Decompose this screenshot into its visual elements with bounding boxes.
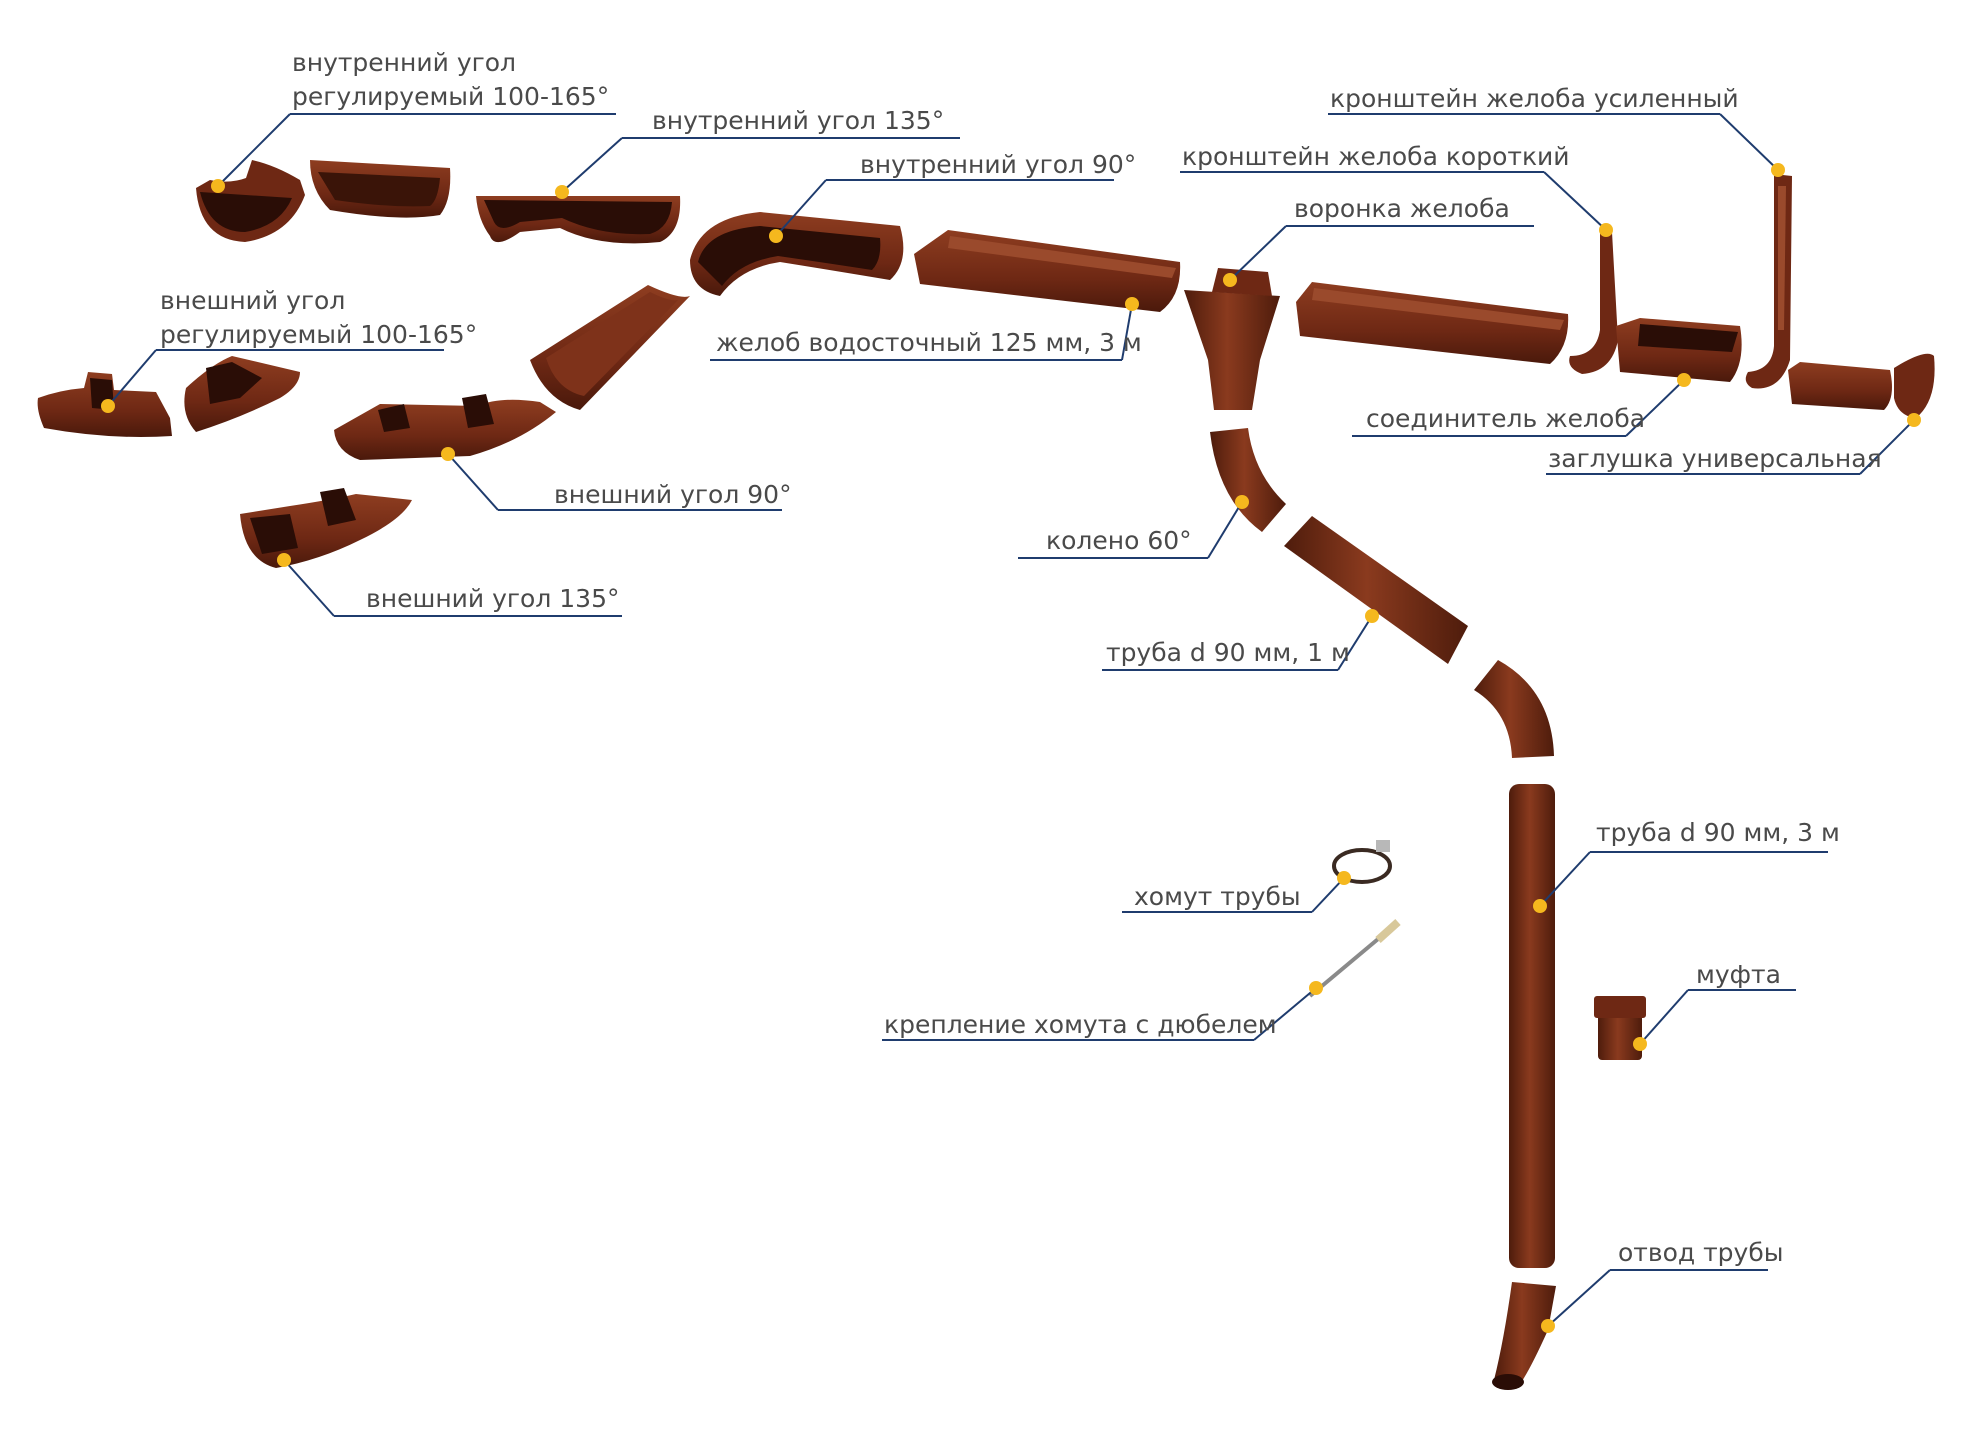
gutter-connector-part xyxy=(1616,318,1742,382)
label-coupling: муфта xyxy=(1696,960,1781,989)
label-elbow-60: колено 60° xyxy=(1046,526,1192,555)
inner-corner-90-part xyxy=(690,212,904,296)
end-gutter-part xyxy=(1788,353,1935,418)
leader-inner-corner-90 xyxy=(769,179,1114,243)
leader-bracket-reinforced xyxy=(1328,113,1785,177)
lower-elbow-part xyxy=(1474,660,1554,758)
inner-corner-adjustable-part xyxy=(196,160,451,242)
leader-inner-corner-adj xyxy=(211,113,616,193)
label-inner-corner-90: внутренний угол 90° xyxy=(860,150,1137,179)
label-pipe-3m: труба d 90 мм, 3 м xyxy=(1596,818,1840,847)
leader-outer-corner-90 xyxy=(441,447,782,511)
leader-bracket-short xyxy=(1180,171,1613,237)
inner-corner-135-part xyxy=(476,196,681,244)
pipe-clamp-part xyxy=(1332,840,1392,884)
label-outer-corner-90: внешний угол 90° xyxy=(554,480,792,509)
short-bracket-part xyxy=(1569,232,1618,374)
label-inner-corner-adjustable: внутренний угол регулируемый 100-165° xyxy=(292,48,610,111)
label-gutter-125: желоб водосточный 125 мм, 3 м xyxy=(716,328,1142,357)
label-clamp-fastener: крепление хомута с дюбелем xyxy=(884,1010,1277,1039)
leader-pipe-3m xyxy=(1533,851,1828,913)
leader-gutter-125 xyxy=(710,297,1139,361)
leader-pipe-outlet xyxy=(1541,1269,1768,1333)
label-outer-corner-adjustable: внешний угол регулируемый 100-165° xyxy=(160,286,478,349)
pipe-1m-part xyxy=(1284,516,1468,664)
diagonal-gutter-part xyxy=(530,285,690,410)
leader-elbow-60 xyxy=(1018,495,1249,559)
leader-pipe-clamp xyxy=(1122,871,1351,913)
label-pipe-clamp: хомут трубы xyxy=(1134,882,1301,911)
leader-inner-corner-135 xyxy=(555,137,960,199)
label-inner-corner-135: внутренний угол 135° xyxy=(652,106,945,135)
label-outer-corner-135: внешний угол 135° xyxy=(366,584,620,613)
label-bracket-reinforced: кронштейн желоба усиленный xyxy=(1330,84,1739,113)
label-gutter-funnel: воронка желоба xyxy=(1294,194,1510,223)
label-universal-cap: заглушка универсальная xyxy=(1548,444,1882,473)
label-pipe-outlet: отвод трубы xyxy=(1618,1238,1784,1267)
leader-pipe-1m xyxy=(1102,609,1379,671)
label-pipe-1m: труба d 90 мм, 1 м xyxy=(1106,638,1350,667)
elbow-60-part xyxy=(1210,428,1286,532)
outer-corner-90-part xyxy=(334,394,556,460)
right-gutter-part xyxy=(1296,282,1569,364)
label-gutter-connector: соединитель желоба xyxy=(1366,404,1646,433)
label-bracket-short: кронштейн желоба короткий xyxy=(1182,142,1570,171)
gutter-125-part xyxy=(914,230,1181,312)
leader-gutter-connector xyxy=(1352,373,1691,437)
leader-gutter-funnel xyxy=(1223,225,1534,287)
leader-coupling xyxy=(1633,989,1796,1051)
reinforced-bracket-part xyxy=(1745,174,1792,389)
pipe-outlet-part xyxy=(1492,1282,1556,1390)
leader-outer-corner-135 xyxy=(277,553,622,617)
outer-corner-135-part xyxy=(240,488,412,568)
leader-clamp-fastener xyxy=(882,981,1323,1041)
coupling-part xyxy=(1594,996,1646,1060)
leader-outer-corner-adj xyxy=(101,349,444,413)
clamp-fastener-part xyxy=(1308,919,1401,998)
leader-universal-cap xyxy=(1546,413,1921,475)
